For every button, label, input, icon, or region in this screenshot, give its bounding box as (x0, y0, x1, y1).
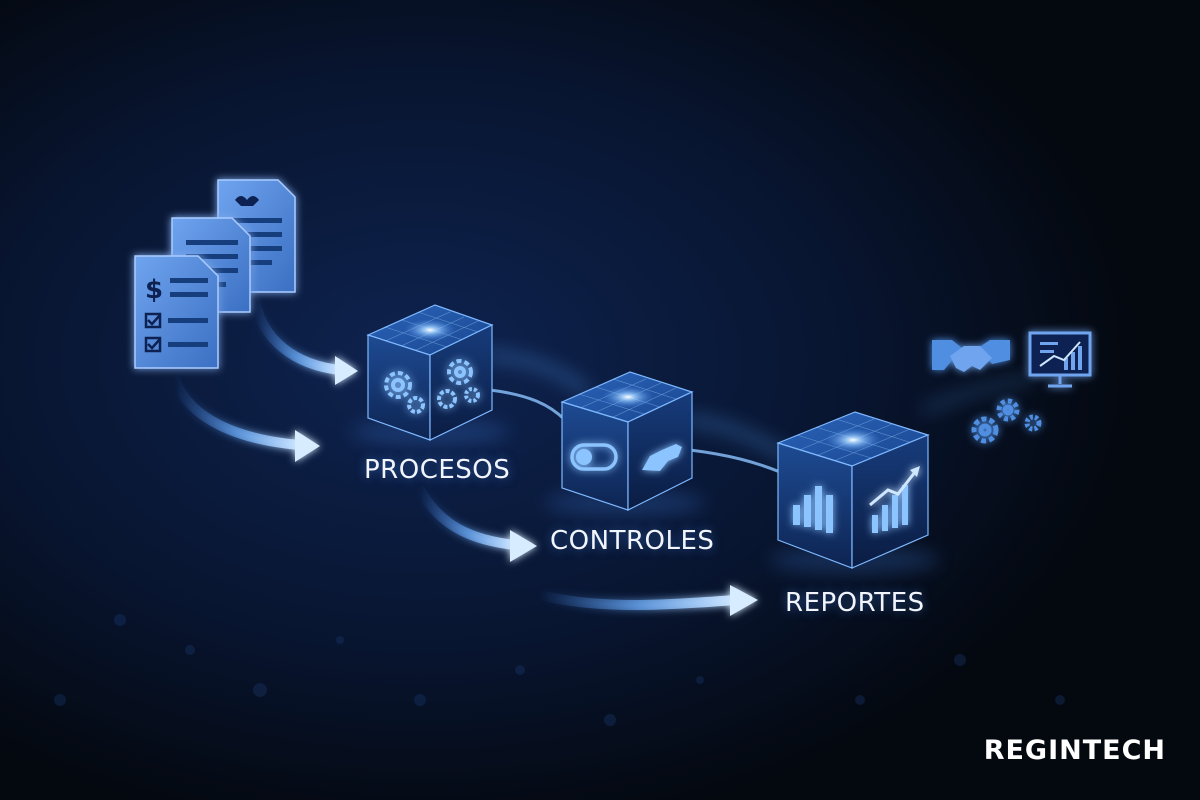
connector-paths (485, 350, 1033, 474)
presentation-board-icon (1028, 331, 1092, 388)
flow-arrows (170, 295, 758, 616)
arrow-to-reportes (535, 585, 758, 616)
output-icons (932, 331, 1092, 444)
brand-logo: REGINTECH (983, 735, 1166, 766)
growth-chart-icon (869, 466, 920, 533)
gears-icon (971, 398, 1042, 444)
arrow-to-controles (415, 485, 537, 562)
stage-label-controles: CONTROLES (550, 526, 715, 556)
toggle-switch-icon (570, 443, 618, 471)
stage-label-procesos: PROCESOS (364, 455, 511, 485)
reportes-cube (770, 411, 940, 574)
ground-dots (54, 614, 1065, 726)
procesos-cube (350, 304, 510, 446)
input-documents: $ (134, 179, 296, 369)
svg-text:$: $ (145, 275, 163, 305)
arrow-docs-to-procesos-lower (170, 375, 320, 462)
cube-side (851, 434, 929, 569)
stage-label-reportes: REPORTES (785, 588, 925, 618)
gears-icon (384, 359, 480, 414)
bar-chart-icon (793, 486, 833, 533)
controles-cube (545, 371, 705, 517)
hand-icon (642, 444, 682, 471)
handshake-icon (932, 340, 1010, 372)
arrow-docs-to-procesos (250, 295, 358, 385)
dollar-document-icon: $ (134, 255, 219, 369)
